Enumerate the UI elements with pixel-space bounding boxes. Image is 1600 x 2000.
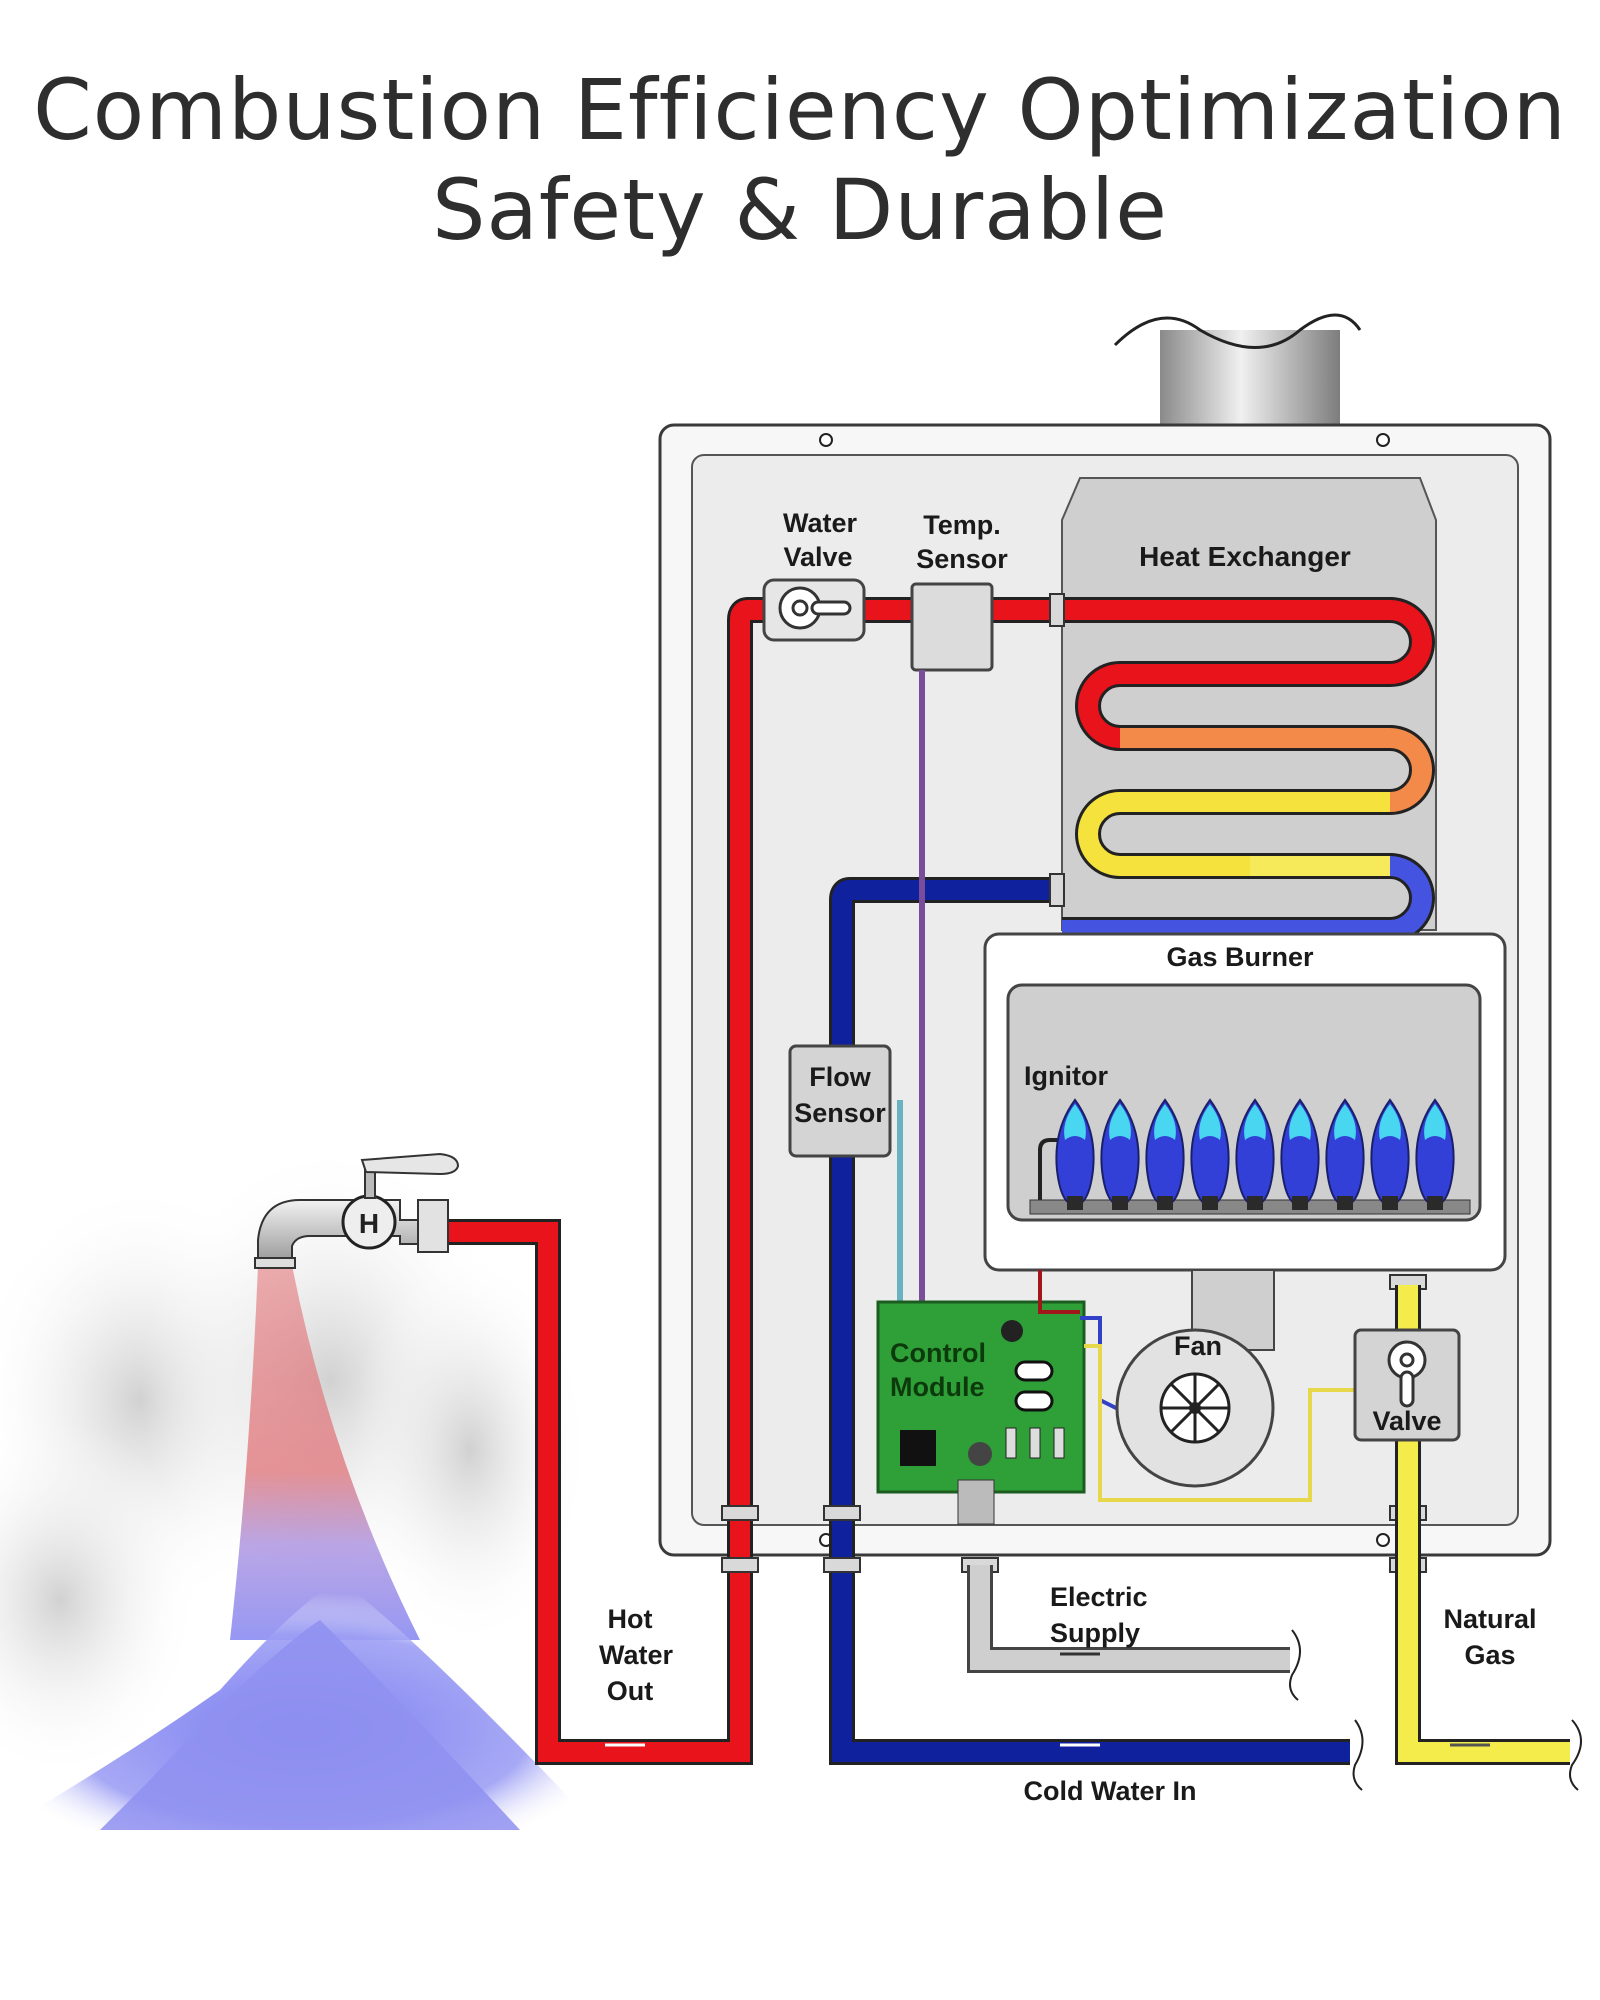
flame-core [1109,1104,1131,1140]
gas-burner-label: Gas Burner [1166,942,1314,972]
water-valve-label-2: Valve [783,542,852,572]
burner-jet [1157,1196,1173,1210]
steam-cloud [0,1140,590,1780]
water-valve: Water Valve [762,508,866,642]
burner-jet [1247,1196,1263,1210]
flow-sensor-label-1: Flow [809,1062,871,1092]
flame-core [1334,1104,1356,1140]
electric-supply-label-2: Supply [1050,1618,1140,1648]
electric-supply-label-1: Electric [1050,1582,1148,1612]
cold-water-pipe [829,877,1364,1791]
flame-core [1244,1104,1266,1140]
control-module-label-1: Control [890,1338,986,1368]
control-module-label-2: Module [890,1372,985,1402]
gas-valve: Valve [1353,1328,1461,1442]
natural-gas-label-2: Gas [1464,1640,1515,1670]
burner-jet [1427,1196,1443,1210]
electric-supply-cable [967,1565,1301,1701]
cold-water-in-label: Cold Water In [1024,1776,1197,1806]
fan-label: Fan [1174,1331,1222,1361]
page-subtitle: Safety & Durable [432,161,1168,259]
hot-water-out-label-2: Water [599,1640,674,1670]
flame-core [1064,1104,1086,1140]
hot-tap-badge-letter: H [359,1208,379,1239]
control-module: Control Module [876,1300,1086,1525]
faucet: H [254,1152,460,1269]
gas-burner: Gas Burner Ignitor [983,932,1507,1272]
hot-water-pipe [440,597,1062,1765]
ignitor-label: Ignitor [1024,1061,1108,1091]
water-valve-label-1: Water [783,508,858,538]
flame-core [1424,1104,1446,1140]
heat-exchanger-label: Heat Exchanger [1139,541,1351,572]
burner-jet [1292,1196,1308,1210]
fan: Fan [1115,1269,1275,1488]
burner-jet [1337,1196,1353,1210]
natural-gas-label-1: Natural [1443,1604,1536,1634]
hot-water-out-label-3: Out [607,1676,654,1706]
flame-core [1379,1104,1401,1140]
flow-sensor: Flow Sensor [788,1044,903,1310]
burner-jet [1382,1196,1398,1210]
temp-sensor-label-1: Temp. [923,510,1001,540]
control-wiring [1038,1270,1360,1502]
hot-water-out-label-1: Hot [608,1604,653,1634]
water-stream [0,1265,600,1830]
burner-jet [1067,1196,1083,1210]
burner-flames [1055,1098,1455,1210]
flame-core [1289,1104,1311,1140]
heat-exchanger: Heat Exchanger [1049,477,1437,943]
flame-core [1154,1104,1176,1140]
flame-core [1199,1104,1221,1140]
page-title: Combustion Efficiency Optimization [33,61,1567,159]
temp-sensor-label-2: Sensor [916,544,1008,574]
burner-jet [1202,1196,1218,1210]
flow-sensor-label-2: Sensor [794,1098,886,1128]
burner-jet [1112,1196,1128,1210]
gas-valve-label: Valve [1372,1406,1441,1436]
temp-sensor: Temp. Sensor [910,510,1008,1310]
